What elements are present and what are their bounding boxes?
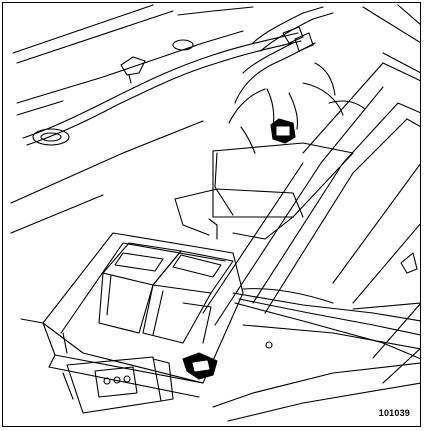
electrical-connector — [62, 341, 273, 414]
relay-box — [20, 232, 244, 398]
figure-frame: 101039 — [2, 2, 421, 427]
upper-panel — [10, 4, 420, 234]
wiring-harness-upper — [22, 32, 302, 146]
wiring-bundle — [228, 6, 366, 154]
harness-clip — [270, 118, 296, 144]
connector-clip — [182, 352, 218, 380]
wiring-harness-lower — [212, 288, 420, 422]
figure-reference-number: 101039 — [378, 408, 410, 418]
technical-line-drawing — [10, 4, 420, 422]
relay-tray — [174, 142, 354, 240]
